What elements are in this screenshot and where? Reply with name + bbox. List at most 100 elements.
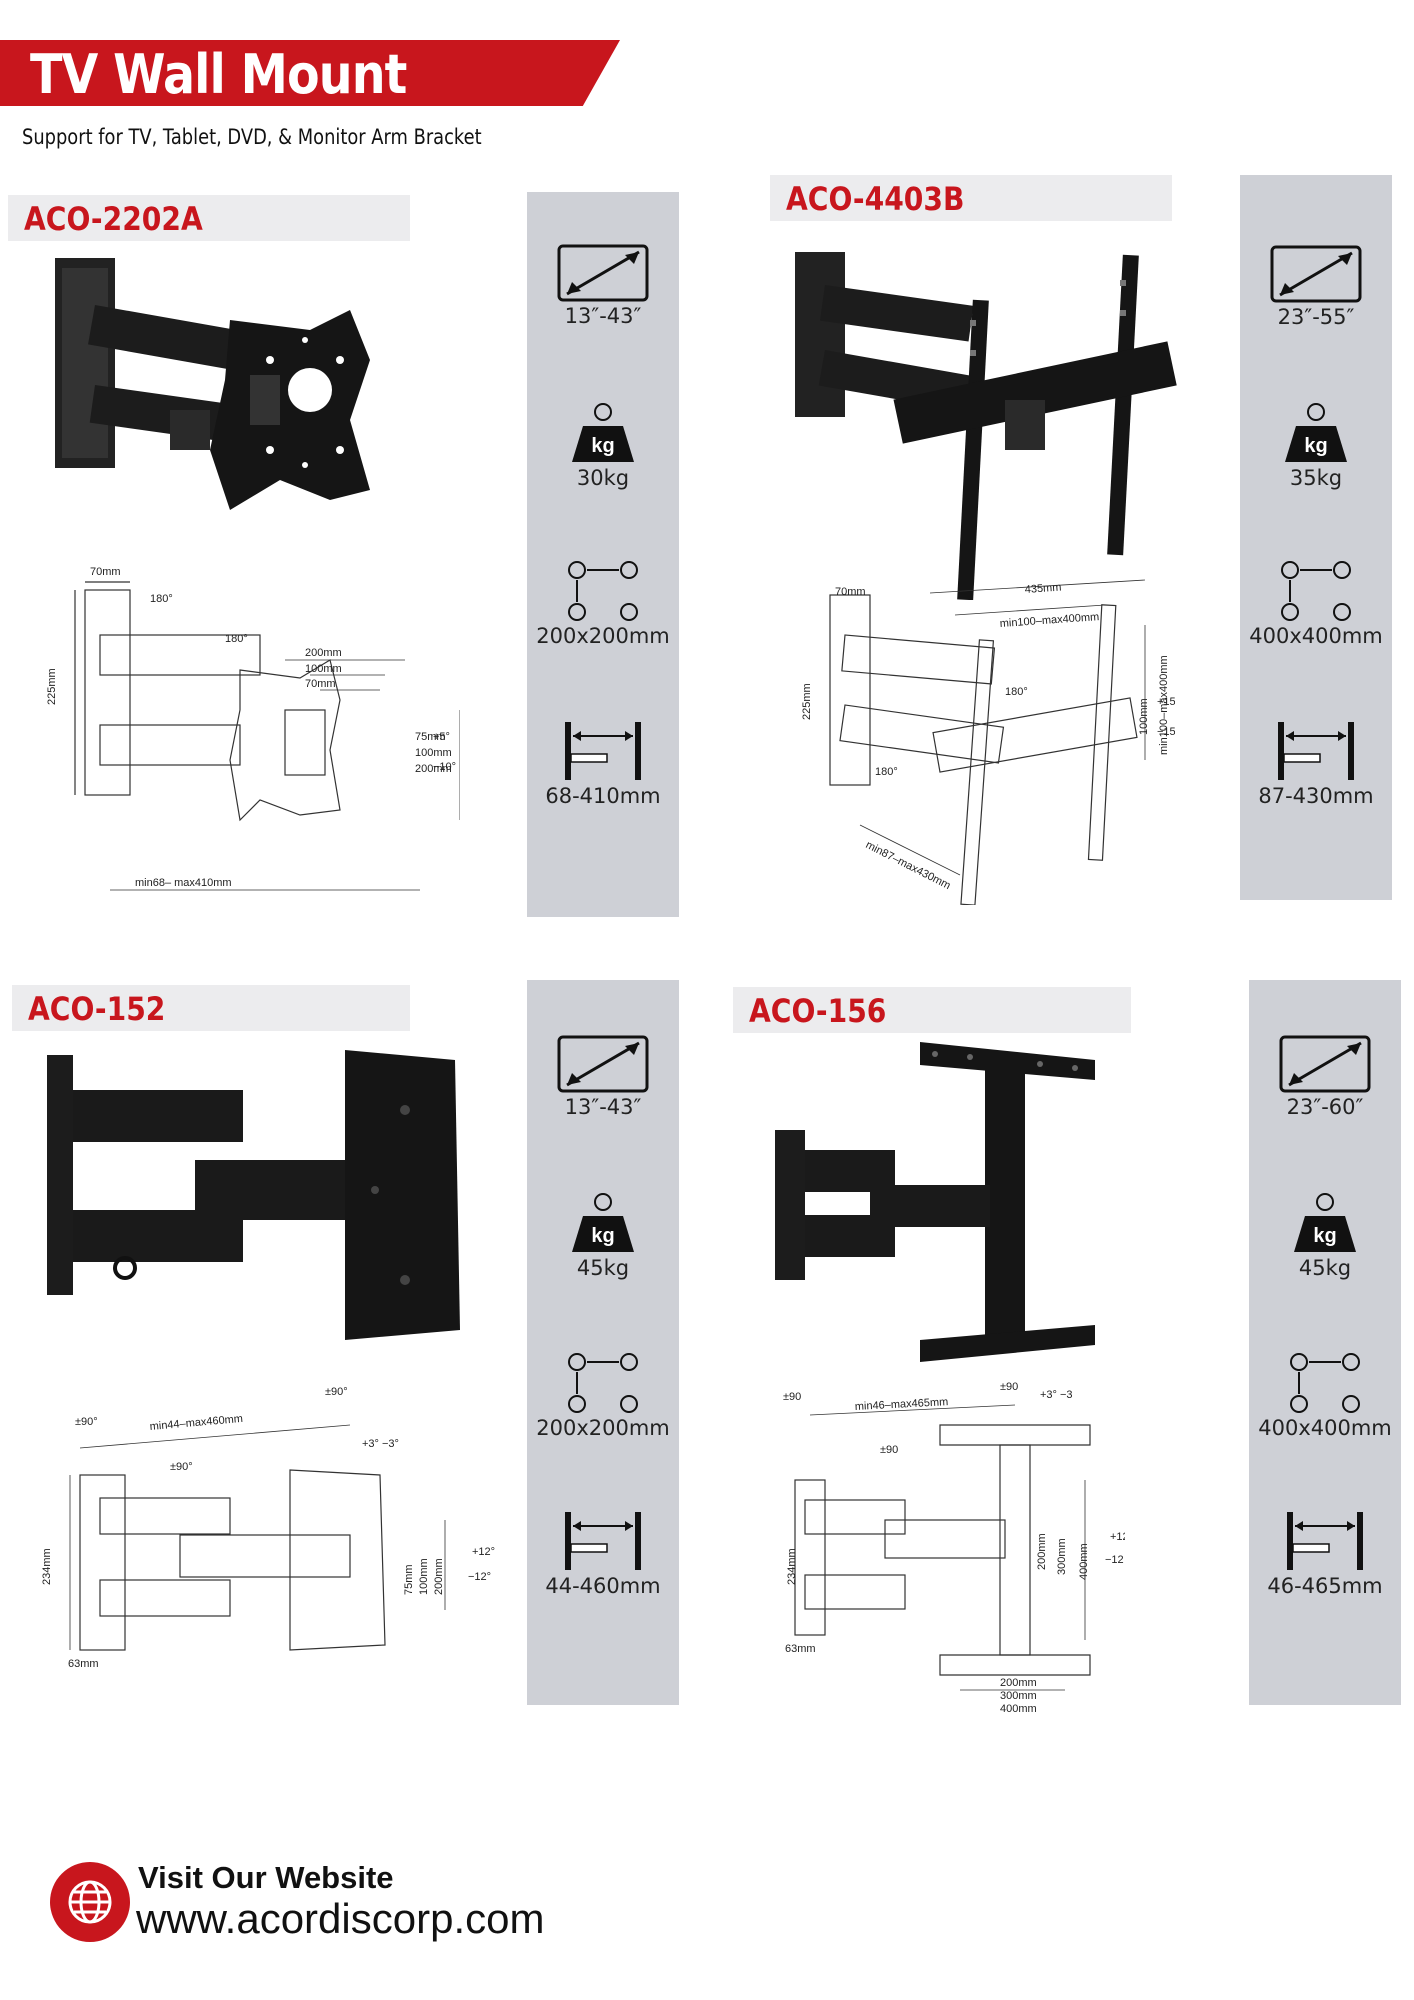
spec-load: kg 45kg <box>1249 1192 1401 1280</box>
dim-rotate-b: 180° <box>225 633 248 645</box>
dim-w1: 200mm <box>1000 1677 1037 1689</box>
dim-w1: 200mm <box>305 647 342 659</box>
kg-weight-icon: kg <box>572 1193 634 1252</box>
dim-height: 234mm <box>41 1548 53 1585</box>
kg-weight-icon: kg <box>1285 403 1347 462</box>
dim-w2: 300mm <box>1000 1690 1037 1702</box>
dim-w3: 70mm <box>305 678 336 690</box>
spec-screen-size: 23″-55″ <box>1240 245 1392 329</box>
vesa-value: 200x200mm <box>536 1416 670 1440</box>
dim-swivel-b: ±90° <box>170 1461 193 1473</box>
spec-panel: 23″-55″ kg 35kg 400x400mm 87-430mm <box>1240 175 1392 900</box>
dim-depth: 63mm <box>785 1643 816 1655</box>
model-label: ACO-4403B <box>770 175 1172 221</box>
dim-h2: 100mm <box>418 1558 430 1595</box>
vesa-pattern-icon <box>568 1353 638 1413</box>
dim-reach: min46–max465mm <box>855 1396 949 1413</box>
spec-screen-size: 13″-43″ <box>527 244 679 328</box>
screen-size-value: 23″-55″ <box>1277 305 1355 329</box>
extension-icon <box>1278 722 1354 780</box>
load-value: 45kg <box>1298 1256 1352 1280</box>
svg-text:kg: kg <box>591 435 614 457</box>
spec-load: kg 35kg <box>1240 402 1392 490</box>
spec-extension: 87-430mm <box>1240 720 1392 808</box>
screen-size-value: 23″-60″ <box>1286 1095 1364 1119</box>
extension-icon <box>565 722 641 780</box>
svg-text:kg: kg <box>1313 1225 1336 1247</box>
dim-h3: 400mm <box>1078 1543 1090 1580</box>
model-name: ACO-152 <box>28 990 166 1028</box>
diagonal-size-icon <box>557 1035 649 1093</box>
dim-h1: 75mm <box>403 1564 415 1595</box>
vesa-pattern-icon <box>568 561 638 621</box>
dim-h1: 75mm <box>415 731 446 743</box>
extension-value: 87-430mm <box>1258 784 1374 808</box>
svg-text:kg: kg <box>1304 435 1327 457</box>
product-photo <box>55 258 370 510</box>
dimension-diagram: 70mm 225mm 435mm min100–max400mm min100–… <box>801 579 1175 905</box>
spec-load: kg 45kg <box>527 1192 679 1280</box>
dim-swivel-c: ±90 <box>1000 1381 1018 1393</box>
vesa-pattern-icon <box>1281 561 1351 621</box>
dim-level: +3° −3° <box>362 1438 399 1450</box>
dim-tilt-down: −12 <box>1105 1554 1124 1566</box>
spec-panel: 23″-60″ kg 45kg 400x400mm 46-465mm <box>1249 980 1401 1705</box>
dim-reach: min87–max430mm <box>864 839 953 892</box>
diagonal-size-icon <box>1270 245 1362 303</box>
dimension-diagram: 70mm 225mm 180° 180° 200mm 100mm 70mm 75… <box>46 566 460 891</box>
load-value: 45kg <box>576 1256 630 1280</box>
dim-swivel-a: ±90 <box>783 1391 801 1403</box>
model-name: ACO-156 <box>749 992 887 1030</box>
spec-screen-size: 13″-43″ <box>527 1035 679 1119</box>
dim-width: 435mm <box>1024 581 1061 596</box>
dim-w2: 100mm <box>305 663 342 675</box>
diagonal-size-icon <box>557 244 649 302</box>
dim-tilt-up: +12 <box>1110 1531 1125 1543</box>
extension-icon <box>1287 1512 1363 1570</box>
dim-depth: 70mm <box>835 586 866 598</box>
spec-vesa: 400x400mm <box>1240 560 1392 648</box>
spec-vesa: 400x400mm <box>1249 1352 1401 1440</box>
dim-vesa-h: min100–max400mm <box>1158 655 1170 755</box>
dim-tilt-up: +5° <box>433 731 450 743</box>
load-value: 30kg <box>576 466 630 490</box>
dim-tilt-up: +12° <box>472 1546 495 1558</box>
vesa-value: 400x400mm <box>1249 624 1383 648</box>
spec-extension: 44-460mm <box>527 1510 679 1598</box>
extension-value: 68-410mm <box>545 784 661 808</box>
product-photo <box>795 252 1177 600</box>
kg-weight-icon: kg <box>1294 1193 1356 1252</box>
extension-icon <box>565 1512 641 1570</box>
spec-extension: 46-465mm <box>1249 1510 1401 1598</box>
globe-icon[interactable] <box>50 1862 130 1942</box>
dim-h1: 100mm <box>1138 698 1150 735</box>
dim-tilt-down: −10° <box>433 761 456 773</box>
dim-vesa-w: min100–max400mm <box>999 611 1099 630</box>
model-label: ACO-2202A <box>8 195 410 241</box>
model-name: ACO-2202A <box>24 200 203 238</box>
title-banner <box>0 40 620 106</box>
dim-tilt-down: −15° <box>1157 726 1175 738</box>
spec-screen-size: 23″-60″ <box>1249 1035 1401 1119</box>
dim-reach: min68– max410mm <box>135 877 232 889</box>
dim-depth: 70mm <box>90 566 121 578</box>
diagonal-size-icon <box>1279 1035 1371 1093</box>
vesa-pattern-icon <box>1290 1353 1360 1413</box>
dim-rotate-b: 180° <box>875 766 898 778</box>
spec-load: kg 30kg <box>527 402 679 490</box>
dimension-diagram: ±90 ±90 ±90 min46–max465mm +3° −3 +12 −1… <box>783 1381 1125 1715</box>
model-label: ACO-156 <box>733 987 1131 1033</box>
extension-value: 46-465mm <box>1267 1574 1383 1598</box>
dim-height: 234mm <box>786 1548 798 1585</box>
load-value: 35kg <box>1289 466 1343 490</box>
screen-size-value: 13″-43″ <box>564 1095 642 1119</box>
page-title: TV Wall Mount <box>30 43 407 106</box>
product-photo <box>47 1050 460 1340</box>
spec-vesa: 200x200mm <box>527 1352 679 1440</box>
dim-h3: 200mm <box>415 763 452 775</box>
dim-swivel-b: ±90 <box>880 1444 898 1456</box>
website-link[interactable]: www.acordiscorp.com <box>136 1895 545 1942</box>
dim-level: +3° −3 <box>1040 1389 1073 1401</box>
dim-height: 225mm <box>46 668 58 705</box>
screen-size-value: 13″-43″ <box>564 304 642 328</box>
